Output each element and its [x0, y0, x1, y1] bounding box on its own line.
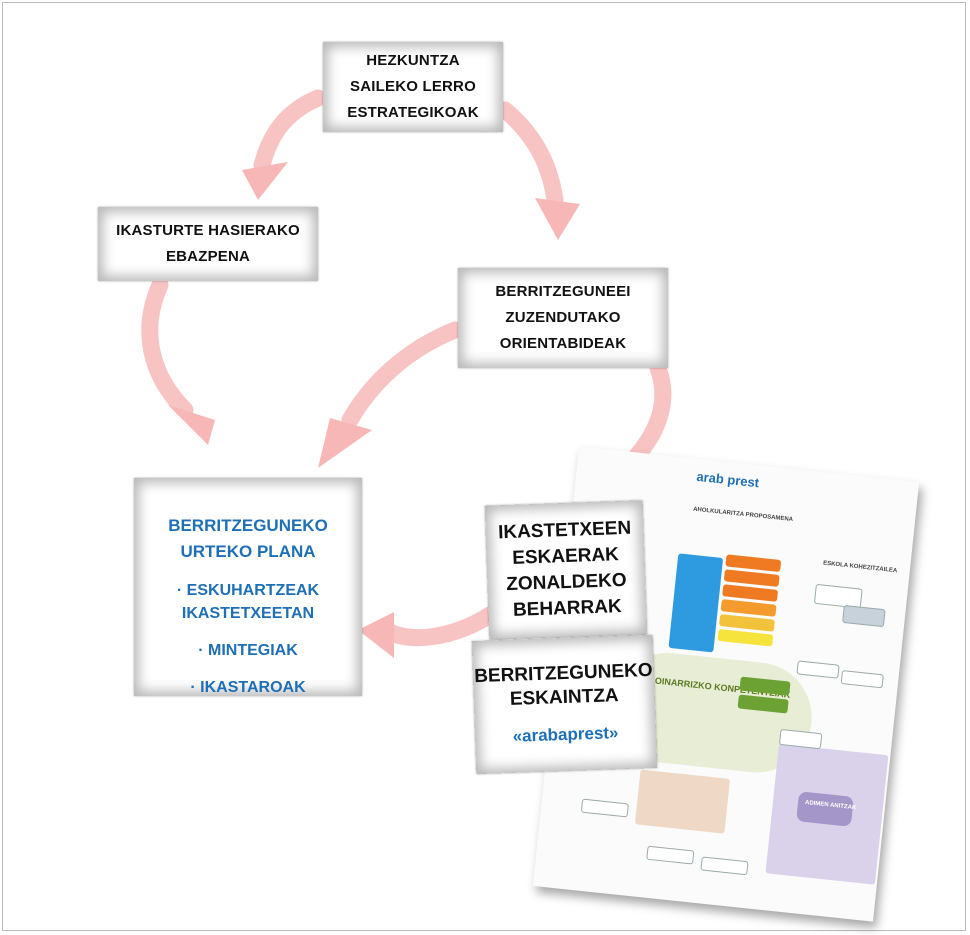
- arrow-right-to-plan: [341, 321, 464, 429]
- plan-title: BERRITZEGUNEKO: [168, 516, 328, 535]
- box-urteko-plana: BERRITZEGUNEKO URTEKO PLANA · ESKUHARTZE…: [134, 478, 362, 696]
- box-line: HEZKUNTZA: [366, 52, 460, 69]
- box-line: EBAZPENA: [165, 248, 251, 265]
- map-node: [580, 798, 629, 818]
- map-brand: arab prest: [695, 468, 760, 491]
- box-berritzeguneei-orientabideak: BERRITZEGUNEEI ZUZENDUTAKO ORIENTABIDEAK: [458, 268, 668, 368]
- box-line: ORIENTABIDEAK: [499, 335, 627, 352]
- box-hezkuntza-lerro-estrategikoak: HEZKUNTZA SAILEKO LERRO ESTRATEGIKOAK: [323, 42, 503, 132]
- box-line: IKASTURTE HASIERAKO: [116, 222, 300, 239]
- box-berritzeguneko-eskaintza: BERRITZEGUNEKO ESKAINTZA «arabaprest»: [471, 634, 658, 775]
- plan-item-text: · MINTEGIAK: [198, 642, 298, 659]
- arrow-eskaerak-to-plan: [381, 606, 499, 647]
- map-node: [700, 856, 749, 876]
- arrow-top-to-right: [496, 101, 564, 209]
- arrow-left-to-plan: [141, 276, 194, 419]
- arrowhead-left: [242, 162, 288, 200]
- map-node: [813, 583, 863, 609]
- box-line: ZUZENDUTAKO: [505, 309, 621, 326]
- arrowhead-plan-b: [318, 418, 372, 468]
- map-block-yellow: [717, 628, 774, 647]
- plan-item-eskuhartzeak: · ESKUHARTZEAK IKASTETXEETAN: [177, 579, 319, 625]
- plan-item-text: · IKASTAROAK: [190, 679, 306, 696]
- box-line: ESTRATEGIKOAK: [347, 104, 479, 121]
- arrow-top-to-left: [253, 89, 327, 174]
- box-line: BERRITZEGUNEKO: [473, 659, 653, 687]
- plan-item-text: IKASTETXEETAN: [181, 605, 315, 622]
- map-label-eskola: ESKOLA KOHEZITZAILEA: [822, 560, 898, 575]
- map-label-proposamena: AHOLKULARITZA PROPOSAMENA: [692, 506, 794, 524]
- map-block-peach: [634, 769, 731, 834]
- plan-item-text: · ESKUHARTZEAK: [176, 582, 320, 599]
- plan-item-ikastaroak: · IKASTAROAK: [190, 676, 305, 699]
- map-block-blue: [668, 553, 724, 653]
- arrowhead-to-plan: [358, 612, 394, 658]
- plan-item-mintegiak: · MINTEGIAK: [198, 639, 298, 662]
- box-ikastetxeen-eskaerak: IKASTETXEEN ESKAERAK ZONALDEKO BEHARRAK: [484, 500, 648, 640]
- box-ikasturte-hasierako-ebazpena: IKASTURTE HASIERAKO EBAZPENA: [98, 207, 318, 281]
- box-line: BERRITZEGUNEEI: [495, 283, 631, 300]
- map-node: [842, 604, 886, 628]
- box-line: BEHARRAK: [512, 596, 623, 621]
- box-line: ESKAINTZA: [509, 684, 619, 710]
- box-line: ESKAERAK: [511, 544, 620, 569]
- map-node: [646, 845, 695, 865]
- box-line: SAILEKO LERRO: [350, 78, 476, 95]
- arrowhead-right: [535, 198, 580, 240]
- arrowhead-plan-a: [168, 405, 215, 445]
- map-node: [840, 670, 884, 689]
- map-node: [796, 660, 840, 679]
- plan-title: URTEKO PLANA: [180, 542, 316, 561]
- arabaprest-brand: «arabaprest»: [512, 722, 619, 746]
